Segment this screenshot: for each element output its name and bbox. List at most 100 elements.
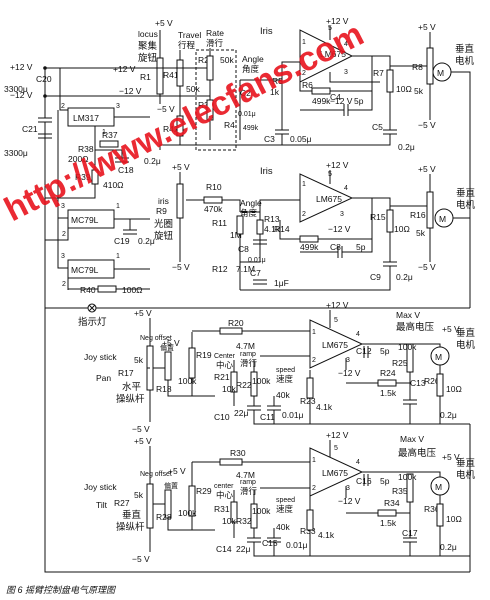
c8-value: 0.01μ <box>248 257 266 264</box>
r12-value: 7.1M <box>236 264 255 274</box>
r27-label: R27 <box>114 498 130 508</box>
r3-value: 50k <box>220 55 234 65</box>
s3-p5-b: +5 V <box>162 338 180 348</box>
ic-lm675-1 <box>299 29 354 83</box>
r32-label: R32 <box>236 516 252 526</box>
iris-label-2: Iris <box>260 166 273 177</box>
ic1-p12: +12 V <box>326 16 349 26</box>
ic4-pin1: 1 <box>312 457 316 464</box>
ic3-label: LM675 <box>322 340 348 350</box>
r32-value: 100k <box>252 506 271 516</box>
ic4-label: LM675 <box>322 468 348 478</box>
r17-value: 5k <box>134 355 144 365</box>
r18-label: R18 <box>156 384 172 394</box>
ic3-pin2: 2 <box>312 357 316 364</box>
s2-p5-a: +5 V <box>172 162 190 172</box>
ic-lm675-4 <box>309 447 364 497</box>
pan-center-en: Center <box>214 353 236 360</box>
c7-label: C7 <box>250 268 261 278</box>
p12-rail-label: +12 V <box>113 64 136 74</box>
c5-label: C5 <box>372 122 383 132</box>
angle2-en: Angle <box>240 198 262 208</box>
travel-en: Travel <box>178 30 201 40</box>
rate-zh: 滑行 <box>206 38 224 48</box>
c5-value: 0.2μ <box>398 142 415 152</box>
c9-value: 0.2μ <box>396 272 413 282</box>
pan-speed-zh: 速度 <box>276 374 294 384</box>
s4-p5-a: +5 V <box>134 436 152 446</box>
r11-value: 1M <box>230 230 242 240</box>
r15-value: 10Ω <box>394 224 410 234</box>
mc79l-a-label: MC79L <box>71 215 99 225</box>
r4-label: R4 <box>224 120 235 130</box>
ic3-pin1: 1 <box>312 329 316 336</box>
s1-p5-b: +5 V <box>418 22 436 32</box>
c8b-value: 5p <box>356 242 366 252</box>
r11-label: R11 <box>212 218 227 228</box>
r23-value: 4.1k <box>316 402 333 412</box>
r31-label: R31 <box>214 504 230 514</box>
c10-value: 22μ <box>234 408 248 418</box>
ic3-n12: −12 V <box>338 368 361 378</box>
r16-value: 5k <box>416 228 426 238</box>
tilt-center-zh: 中心 <box>216 490 234 500</box>
r39-label: R39 <box>75 172 91 182</box>
r10-label: R10 <box>206 182 222 192</box>
s3-p5-c: +5 V <box>442 324 460 334</box>
r25-value: 100k <box>398 342 417 352</box>
iris-en: iris <box>158 196 169 206</box>
ic2-p12: +12 V <box>326 160 349 170</box>
section-locus: +5 V locus 聚集 旋钮 R1 −5 V Travel 行程 R41 R… <box>138 16 475 308</box>
c2-value: 0.01μ <box>238 111 256 118</box>
ic4-pin3: 3 <box>346 485 350 492</box>
c20-value: 3300μ <box>4 84 28 94</box>
c3-value: 0.05μ <box>290 134 312 144</box>
lamp-label: 指示灯 <box>78 316 107 328</box>
ic3-pin4: 4 <box>356 331 360 338</box>
iris-zh2: 旋钮 <box>154 230 174 242</box>
ic3-pin3: 3 <box>346 357 350 364</box>
r24-value: 1.5k <box>380 388 397 398</box>
c14-value: 22μ <box>236 544 250 554</box>
iris-label-1: Iris <box>260 26 273 37</box>
r30-label: R30 <box>230 448 246 458</box>
section-iris: +5 V −5 V iris R9 光圈 旋钮 R10 470k Angle 角… <box>154 160 476 291</box>
ic1-pin4: 4 <box>344 41 348 48</box>
s3-p5-a: +5 V <box>134 308 152 318</box>
r13-value: 4.1k <box>264 224 281 234</box>
s4-n5-a: −5 V <box>132 554 150 564</box>
tilt-speed-value: 40k <box>276 522 290 532</box>
c19-label: C19 <box>114 236 130 246</box>
s2-n5-a: −5 V <box>172 262 190 272</box>
r2-value: 50k <box>186 84 200 94</box>
pan-max-en: Max V <box>396 310 420 320</box>
c7-value: 1μF <box>274 278 289 288</box>
r14-value: 499k <box>300 242 319 252</box>
r36-value: 10Ω <box>446 514 462 524</box>
tilt-max-en: Max V <box>400 434 424 444</box>
r36-label: R36 <box>424 504 440 514</box>
c15-label: C15 <box>262 538 278 548</box>
ic3-pin5: 5 <box>334 317 338 324</box>
r8-value: 5k <box>414 86 424 96</box>
r42-label: R42 <box>163 124 179 134</box>
lm317-pin1: 1 <box>102 129 106 136</box>
r27-value: 5k <box>134 490 144 500</box>
r31-value: 10k <box>222 516 236 526</box>
c15-value: 0.01μ <box>286 540 308 550</box>
n12-rail-label: −12 V <box>119 86 142 96</box>
c20-label: C20 <box>36 74 52 84</box>
s2-p5-b: +5 V <box>418 164 436 174</box>
c4-value: 5p <box>354 96 364 106</box>
c11-value: 0.01μ <box>282 410 304 420</box>
tilt-speed-en: speed <box>276 497 295 504</box>
iris-zh1: 光圈 <box>154 218 173 230</box>
r13-label: R13 <box>264 214 280 224</box>
pan-axis-en: Pan <box>96 373 111 383</box>
ic2-label: LM675 <box>316 194 342 204</box>
r37-label: R37 <box>102 130 118 140</box>
motor-1-zh2: 电机 <box>455 55 475 67</box>
tilt-axis-zh1: 垂直 <box>122 509 142 521</box>
tilt-center-en: center <box>214 483 234 490</box>
motor-4-zh1: 垂直 <box>456 457 476 469</box>
